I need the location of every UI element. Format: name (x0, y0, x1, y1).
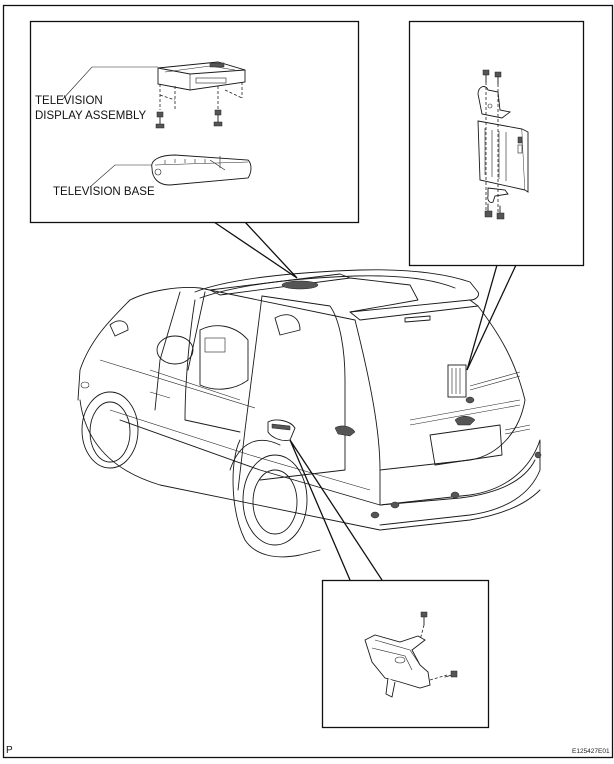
screw-icon (444, 670, 458, 678)
screw-icon (496, 205, 505, 220)
rear-wheel (232, 439, 321, 558)
steering-wheel (156, 335, 194, 365)
side-mirror-b (274, 314, 301, 336)
label-leader-base (89, 164, 152, 188)
label-display-assembly: DISPLAY ASSEMBLY (35, 110, 147, 122)
leader-top-left (213, 221, 298, 279)
dashboard (199, 325, 249, 390)
callout-box-side-amplifier (321, 579, 490, 729)
callout-box-television: TELEVISION DISPLAY ASSEMBLY TELEVISION B… (29, 20, 360, 224)
leader-bottom (289, 439, 383, 581)
amplifier-unit-side (364, 634, 431, 698)
label-television-base: TELEVISION BASE (53, 186, 155, 198)
license-plate (429, 424, 503, 466)
callout-box-rear-amplifier (408, 20, 585, 267)
label-leader-display (61, 66, 158, 101)
screw-icon (494, 71, 502, 85)
roof-outline (194, 269, 479, 301)
screw-icon (155, 111, 165, 129)
minivan-illustration (77, 269, 542, 558)
screw-icon (213, 109, 223, 127)
outer-frame (2, 4, 614, 759)
television-base (151, 154, 252, 186)
figure-id-code: E125427E01 (572, 748, 610, 755)
label-television: TELEVISION (35, 95, 103, 107)
screw-icon (484, 203, 493, 218)
page-marker: P (6, 745, 13, 756)
side-mirror (109, 320, 129, 337)
screw-icon (420, 611, 428, 626)
front-wheel (81, 391, 139, 469)
callout-leaders (213, 221, 517, 581)
side-amplifier-location (267, 419, 296, 441)
television-display-assembly (157, 61, 246, 110)
rear-amplifier-location (447, 364, 467, 398)
leader-top-right (466, 264, 517, 371)
rear-hatch (354, 305, 526, 471)
amplifier-unit (477, 120, 529, 193)
roof-tv-location (281, 280, 319, 290)
screw-icon (482, 69, 490, 83)
